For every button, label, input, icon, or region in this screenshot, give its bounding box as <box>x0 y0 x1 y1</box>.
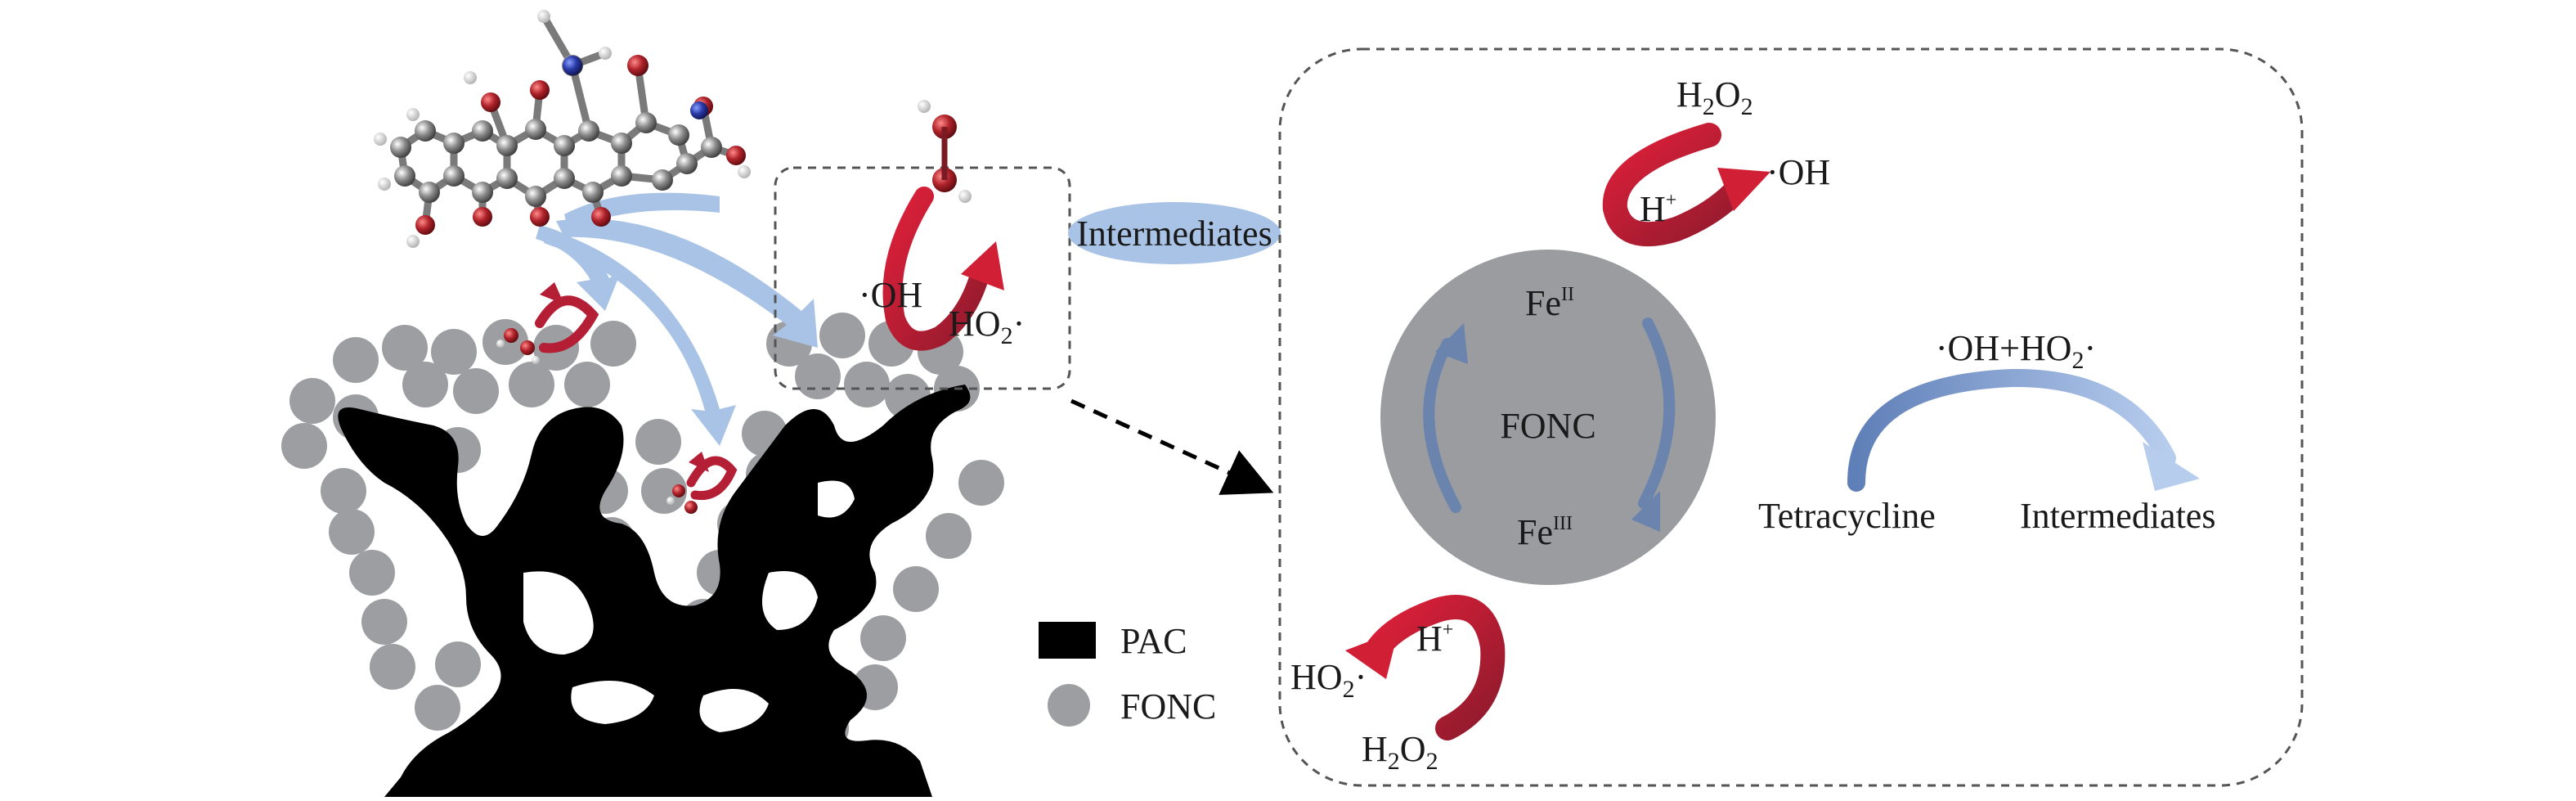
oh-label-left: ·OH <box>859 275 922 315</box>
cycle-arrowhead-left <box>1435 323 1468 364</box>
tetracycline-label: Tetracycline <box>1758 496 1936 536</box>
intermediates-label: Intermediates <box>2020 496 2215 536</box>
small-red-curl-1 <box>496 282 599 364</box>
degradation-arc-arrow <box>1847 368 2176 492</box>
red-arrow-top <box>1602 123 1770 247</box>
pac-carbon-shape <box>338 385 971 797</box>
h-plus-top-label: H+ <box>1640 189 1676 229</box>
oh-top-label: ·OH <box>1766 152 1830 192</box>
degradation-arrowhead <box>2143 442 2200 491</box>
h-plus-bottom-label: H+ <box>1416 619 1453 659</box>
legend-fonc-label: FONC <box>1120 686 1216 727</box>
fe-cycle-arrows <box>1423 317 1676 513</box>
legend-pac-label: PAC <box>1120 621 1187 661</box>
legend-fonc-swatch <box>1048 684 1090 727</box>
intermediates-bubble-label: Intermediates <box>1076 214 1272 254</box>
red-curl-arrow-left <box>882 100 1004 351</box>
blue-adsorption-arrows <box>536 192 818 446</box>
ho2-bottom-label: HO2· <box>1290 657 1367 703</box>
h2o2-top-label: H2O2 <box>1676 74 1753 120</box>
tetracycline-molecule-icon <box>374 10 751 248</box>
h2o2-bottom-label: H2O2 <box>1362 729 1438 775</box>
ho2-label-left: HO2· <box>949 304 1025 349</box>
zoom-arrow <box>1070 398 1274 495</box>
small-red-curl-2 <box>666 452 738 514</box>
red-arrow-bottom <box>1345 595 1506 740</box>
cycle-arrowhead-right <box>1631 491 1660 532</box>
legend-pac-swatch <box>1039 622 1096 659</box>
intermediates-bubble <box>1068 202 1281 264</box>
fe2-label: FeII <box>1525 283 1574 323</box>
fe3-label: FeIII <box>1517 512 1573 552</box>
reaction-radicals-label: ·OH+HO2· <box>1936 328 2096 374</box>
fonc-core-label: FONC <box>1500 406 1595 446</box>
pac-pores <box>523 480 855 732</box>
zoom-detail-box <box>1278 47 2304 787</box>
